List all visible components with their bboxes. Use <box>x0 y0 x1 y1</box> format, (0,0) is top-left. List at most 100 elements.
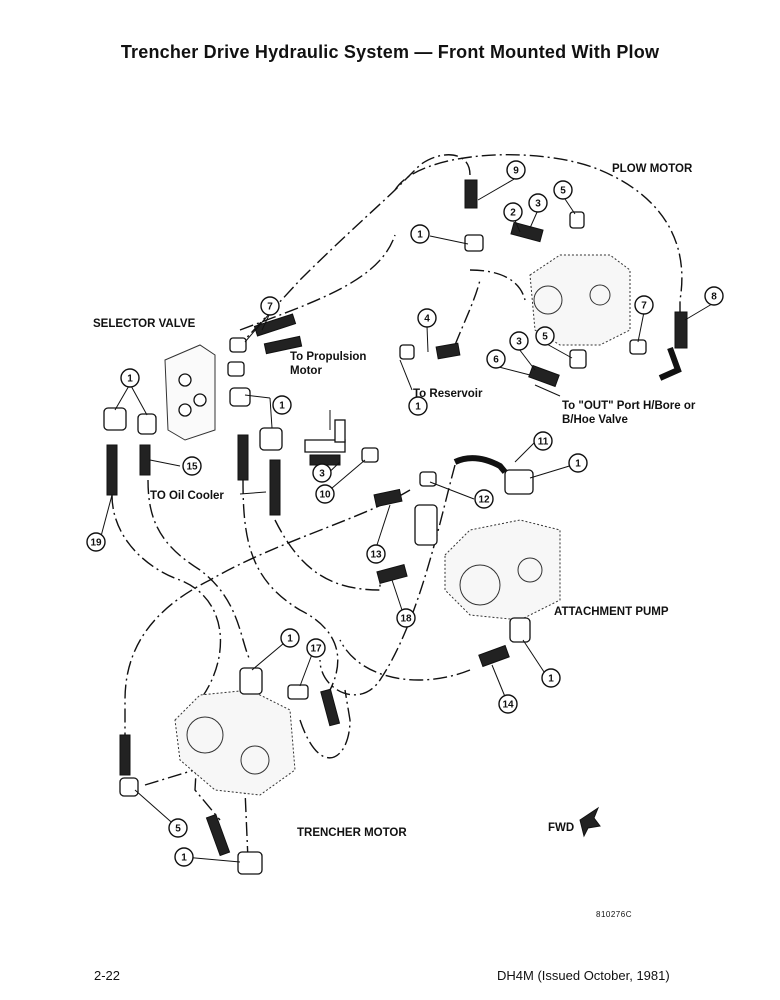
to-reservoir-label: To Reservoir <box>413 388 483 400</box>
svg-text:5: 5 <box>542 332 548 343</box>
svg-text:1: 1 <box>181 853 187 864</box>
hose-plow-loop <box>239 154 471 346</box>
selector-valve <box>164 344 216 441</box>
hose-routes <box>111 154 683 861</box>
svg-text:3: 3 <box>516 337 522 348</box>
trencher-motor-label: TRENCHER MOTOR <box>297 827 407 839</box>
selector-valve-label: SELECTOR VALVE <box>93 318 196 330</box>
callout-15: 15 <box>182 456 202 476</box>
hose-right-loop <box>339 639 471 681</box>
hose-oil-cooler <box>242 479 339 691</box>
hose-plow-top <box>394 154 683 330</box>
document-id: DH4M (Issued October, 1981) <box>497 968 670 983</box>
callout-12: 12 <box>474 489 494 509</box>
callout-7: 7 <box>260 296 280 316</box>
attachment-pump <box>444 519 561 621</box>
callout-1: 1 <box>272 395 292 415</box>
svg-text:3: 3 <box>535 199 541 210</box>
svg-text:2: 2 <box>510 208 516 219</box>
callout-5: 5 <box>168 818 188 838</box>
to-propulsion-line2: Motor <box>290 365 322 377</box>
svg-text:14: 14 <box>502 700 514 711</box>
hose-plow-return <box>469 269 526 301</box>
svg-text:12: 12 <box>478 495 490 506</box>
svg-text:9: 9 <box>513 166 519 177</box>
callout-3: 3 <box>528 193 548 213</box>
callout-10: 10 <box>315 484 335 504</box>
callout-14: 14 <box>498 694 518 714</box>
callout-3: 3 <box>509 331 529 351</box>
svg-text:1: 1 <box>575 459 581 470</box>
hose-selector-upper <box>239 234 396 331</box>
svg-text:5: 5 <box>175 824 181 835</box>
page-number: 2-22 <box>94 968 121 983</box>
hose-pump-return <box>319 464 456 696</box>
callout-3: 3 <box>312 463 332 483</box>
to-propulsion-label: To Propulsion Motor <box>290 350 366 378</box>
propulsion-tee <box>304 419 346 466</box>
callout-11: 11 <box>533 431 553 451</box>
callout-1: 1 <box>541 668 561 688</box>
plow-motor-label: PLOW MOTOR <box>612 163 693 175</box>
callout-5: 5 <box>535 326 555 346</box>
attachment-pump-label: ATTACHMENT PUMP <box>554 606 669 618</box>
callout-7: 7 <box>634 295 654 315</box>
drawing-code: 810276C <box>596 910 632 919</box>
to-out-port-line2: B/Hoe Valve <box>562 414 628 426</box>
svg-text:1: 1 <box>417 230 423 241</box>
svg-text:13: 13 <box>370 550 382 561</box>
hose-to-pump <box>124 489 411 735</box>
callout-19: 19 <box>86 532 106 552</box>
trencher-motor <box>174 689 296 796</box>
svg-text:1: 1 <box>127 374 133 385</box>
callout-2: 2 <box>503 202 523 222</box>
callout-1: 1 <box>408 396 428 416</box>
threaded-fittings <box>106 179 688 857</box>
page-title: Trencher Drive Hydraulic System — Front … <box>120 42 660 62</box>
callout-18: 18 <box>396 608 416 628</box>
callout-1: 1 <box>120 368 140 388</box>
svg-text:15: 15 <box>186 462 198 473</box>
svg-text:1: 1 <box>415 402 421 413</box>
to-propulsion-line1: To Propulsion <box>290 351 367 363</box>
svg-text:10: 10 <box>319 490 331 501</box>
svg-text:8: 8 <box>711 292 717 303</box>
callout-1: 1 <box>280 628 300 648</box>
svg-text:4: 4 <box>424 314 430 325</box>
hose-15-down <box>147 479 251 661</box>
svg-text:5: 5 <box>560 186 566 197</box>
svg-text:6: 6 <box>493 355 499 366</box>
hose-attach-loop <box>274 519 381 591</box>
svg-text:1: 1 <box>279 401 285 412</box>
svg-text:18: 18 <box>400 614 412 625</box>
svg-text:3: 3 <box>319 469 325 480</box>
svg-text:7: 7 <box>267 302 273 313</box>
callout-8: 8 <box>704 286 724 306</box>
fwd-arrow <box>579 806 601 838</box>
callout-1: 1 <box>410 224 430 244</box>
elbow-fittings <box>103 211 647 875</box>
svg-text:1: 1 <box>548 674 554 685</box>
callout-13: 13 <box>366 544 386 564</box>
svg-text:7: 7 <box>641 301 647 312</box>
hose-19-down <box>111 494 222 821</box>
callout-6: 6 <box>486 349 506 369</box>
hose-motor-1 <box>244 789 249 861</box>
svg-text:1: 1 <box>287 634 293 645</box>
svg-text:17: 17 <box>310 644 322 655</box>
svg-text:19: 19 <box>90 538 102 549</box>
hose-reservoir <box>454 279 481 346</box>
callout-4: 4 <box>417 308 437 328</box>
to-out-port-line1: To "OUT" Port H/Bore or <box>562 400 696 412</box>
callout-5: 5 <box>553 180 573 200</box>
to-out-port-label: To "OUT" Port H/Bore or B/Hoe Valve <box>562 399 695 427</box>
fwd-label: FWD <box>548 822 575 834</box>
callout-9: 9 <box>506 160 526 180</box>
hose-trencher-lower <box>299 689 351 759</box>
callout-17: 17 <box>306 638 326 658</box>
to-oil-cooler-label: TO Oil Cooler <box>150 490 224 502</box>
callout-1: 1 <box>568 453 588 473</box>
svg-text:11: 11 <box>538 437 549 448</box>
